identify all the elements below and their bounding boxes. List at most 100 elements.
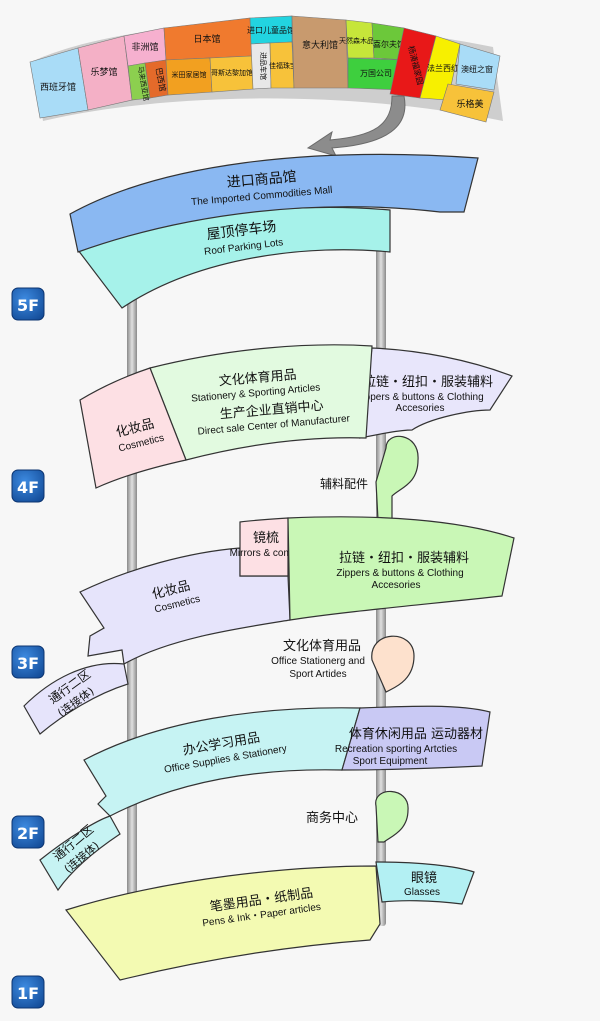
store-label: 佳福珠宝 (269, 61, 297, 70)
zone-title: 文化体育用品 (283, 638, 361, 654)
svg-text:4F: 4F (17, 478, 39, 497)
zone-cosmetics-4f[interactable]: 化妆品 Cosmetics (79, 367, 187, 489)
floor-badge-5f[interactable]: 5F (11, 287, 45, 321)
overview-map: 西班牙馆 乐梦馆 非洲馆 马来西亚馆 巴西馆 日本馆 米田家居馆 (29, 15, 503, 157)
zone-title: 镜梳 (253, 531, 279, 546)
store-label: 日本馆 (193, 33, 220, 45)
zone-sports-2f[interactable]: 体育休闲用品 运动器材 Recreation sporting Artcties… (335, 705, 491, 771)
store-label: 天然森木品行 (339, 36, 381, 45)
floor-badge-3f[interactable]: 3F (11, 645, 45, 679)
zone-subtitle: Office Stationerg and (271, 656, 365, 667)
pointer-arrow (306, 95, 406, 157)
zone-cosmetics-3f[interactable]: 化妆品 Cosmetics (79, 547, 291, 665)
floor-badge-4f[interactable]: 4F (11, 469, 45, 503)
store-label: 巴西馆 (154, 67, 168, 92)
zone-shape (359, 347, 513, 439)
store-legemei[interactable]: 乐格美 (439, 83, 495, 123)
zone-subtitle: Accesories (372, 580, 421, 591)
store-kids[interactable]: 进口儿童品馆 (247, 15, 295, 45)
store-africa[interactable]: 非洲馆 (123, 27, 167, 67)
zone-title: 进口商品馆 (226, 169, 297, 191)
svg-text:2F: 2F (17, 824, 39, 843)
bubble-business-2f[interactable]: 商务中心 (306, 790, 409, 843)
store-japan[interactable]: 日本馆 (163, 17, 253, 61)
store-label: 澳纽之窗 (461, 64, 493, 74)
zone-mirrors-3f[interactable]: 镜梳 Mirrors & combs (230, 517, 303, 577)
store-label: 意大利馆 (302, 39, 338, 51)
zone-subtitle: Glasses (404, 887, 440, 898)
floor-2f: 商务中心 办公学习用品 Office Supplies & Stationery… (11, 705, 491, 892)
store-label: 哥斯达黎加馆 (211, 68, 253, 77)
zone-shape (64, 865, 381, 981)
zone-shape (375, 861, 475, 905)
floor-4f: 辅料配件 拉链・纽扣・服装辅料 Zippers & buttons & Clot… (11, 344, 513, 521)
store-label: 乐梦馆 (90, 66, 117, 78)
floor-badge-2f[interactable]: 2F (11, 815, 45, 849)
store-block (439, 83, 495, 123)
floor-3f: 文化体育用品 Office Stationerg and Sport Artid… (11, 516, 515, 735)
zone-subtitle: Sport Equipment (353, 756, 428, 767)
zone-zippers-3f[interactable]: 拉链・纽扣・服装辅料 Zippers & buttons & Clothing … (287, 516, 515, 621)
store-block (455, 43, 501, 91)
store-label: 喜尔夫馆 (373, 39, 405, 49)
zone-title: 眼镜 (411, 871, 437, 886)
store-brazil[interactable]: 巴西馆 (144, 59, 169, 99)
zone-subtitle: Zippers & buttons & Clothing (336, 568, 463, 579)
zone-title: 拉链・纽扣・服装辅料 (339, 551, 469, 566)
store-aozhou[interactable]: 澳纽之窗 (455, 43, 501, 91)
zone-shape (149, 344, 373, 461)
store-lemeng[interactable]: 乐梦馆 (77, 35, 133, 111)
store-spain[interactable]: 西班牙馆 (29, 47, 89, 119)
zone-passage-2f[interactable]: 通行二区 (连接体) (39, 815, 121, 892)
bubble-shape (371, 635, 415, 693)
zone-subtitle: Accesories (396, 403, 445, 414)
floor-badge-1f[interactable]: 1F (11, 975, 45, 1009)
store-label: 乐格美 (456, 98, 483, 110)
zone-office-2f[interactable]: 办公学习用品 Office Supplies & Stationery (83, 707, 361, 817)
zone-zippers-4f[interactable]: 拉链・纽扣・服装辅料 Zippers & buttons & Clothing … (356, 347, 513, 439)
zone-title: 文化体育用品 (218, 367, 297, 390)
zone-subtitle: Zippers & buttons & Clothing (356, 392, 483, 403)
zone-shape (287, 516, 515, 621)
zone-shape (39, 815, 121, 892)
bubble-shape (375, 790, 409, 843)
store-label: 万国公司 (360, 69, 392, 78)
zone-stationery-4f[interactable]: 文化体育用品 Stationery & Sporting Articles 生产… (149, 344, 373, 461)
zone-shape (69, 153, 479, 253)
store-label: 进口儿童品馆 (247, 25, 295, 35)
zone-shape (23, 662, 129, 735)
zone-subtitle: Mirrors & combs (230, 548, 303, 559)
zone-shape (341, 705, 491, 771)
zone-glasses-1f[interactable]: 眼镜 Glasses (375, 861, 475, 905)
store-label: 法兰西红酒 (427, 63, 467, 73)
bubble-label: 商务中心 (306, 810, 358, 826)
bubble-label: 辅料配件 (320, 477, 368, 491)
zone-imported-mall[interactable]: 进口商品馆 The Imported Commodities Mall (69, 153, 479, 253)
store-car[interactable]: 进品车馆 (250, 42, 272, 90)
svg-text:3F: 3F (17, 654, 39, 673)
bubble-accessory[interactable]: 辅料配件 (320, 435, 419, 521)
floor-1f: 眼镜 Glasses 笔墨用品・纸制品 Pens & Ink・Paper art… (11, 861, 475, 1009)
store-label: 西班牙馆 (40, 81, 76, 93)
svg-text:5F: 5F (17, 296, 39, 315)
bubble-shape (375, 435, 419, 521)
floor-5f: 屋顶停车场 Roof Parking Lots 进口商品馆 The Import… (11, 153, 479, 321)
zone-shape (79, 367, 187, 489)
store-costa[interactable]: 哥斯达黎加馆 (209, 55, 254, 93)
zone-shape (79, 547, 291, 665)
store-block (291, 15, 349, 89)
store-label: 米田家居馆 (172, 70, 207, 79)
zone-subtitle: Sport Artides (289, 669, 346, 680)
store-italy[interactable]: 意大利馆 (291, 15, 349, 89)
svg-text:1F: 1F (17, 984, 39, 1003)
zone-pens-1f[interactable]: 笔墨用品・纸制品 Pens & Ink・Paper articles (64, 865, 381, 981)
zone-title: 拉链・纽扣・服装辅料 (363, 375, 493, 390)
zone-subtitle: Recreation sporting Artcties (335, 744, 457, 755)
zone-title: 体育休闲用品 运动器材 (349, 726, 483, 742)
bubble-office-3f[interactable]: 文化体育用品 Office Stationerg and Sport Artid… (271, 635, 415, 693)
store-mitian[interactable]: 米田家居馆 (165, 57, 213, 96)
store-label: 非洲馆 (131, 41, 158, 53)
zone-shape (239, 517, 289, 577)
store-label: 进品车馆 (259, 52, 268, 80)
